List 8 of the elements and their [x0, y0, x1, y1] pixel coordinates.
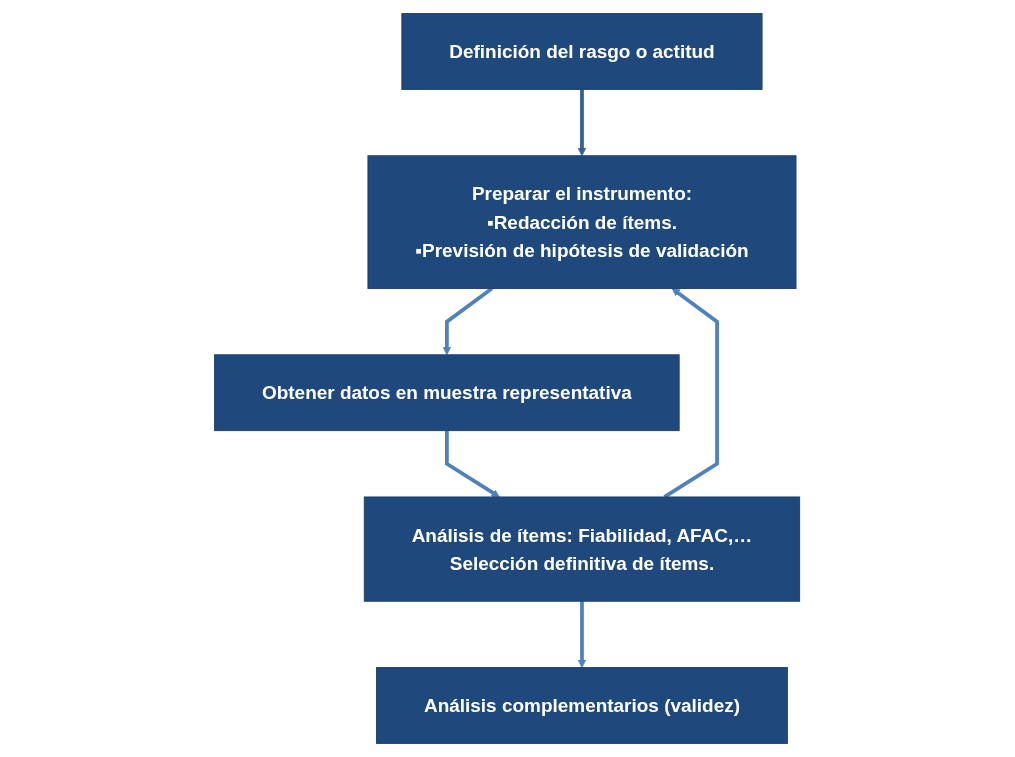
arrow — [445, 430, 501, 498]
arrow — [578, 89, 587, 157]
node-box: Análisis de ítems: Fiabilidad, AFAC,… Selección definitiva de ítems. — [364, 496, 801, 602]
node-box: Definición del rasgo o actitud — [401, 13, 763, 90]
arrow — [578, 601, 587, 668]
node-box: Análisis complementarios (validez) — [376, 667, 789, 744]
node-box: Preparar el instrumento: ▪Redacción de ítems. ▪Previsión de hipótesis de validación — [367, 155, 797, 289]
node-box: Obtener datos en muestra representativa — [214, 354, 680, 432]
